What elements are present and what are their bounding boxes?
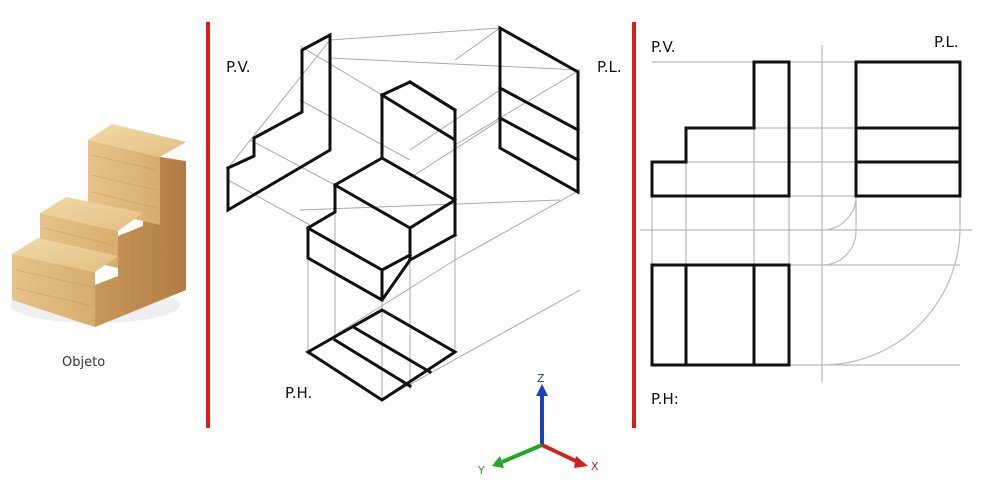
object-caption: Objeto <box>62 355 105 370</box>
staircase-lower-front <box>12 254 95 327</box>
iso-solid-upper-edge <box>379 92 457 202</box>
ortho-construction-lines <box>640 45 972 382</box>
x-axis-arrow <box>574 456 588 468</box>
y-axis-label: Y <box>477 464 485 477</box>
iso-solid-base-right <box>407 232 458 263</box>
iso-solid-top-edge <box>407 79 458 113</box>
iso-label-pl: P.L. <box>597 58 622 76</box>
staircase-middle-top <box>40 197 143 231</box>
axis-triad: Z Y X <box>477 372 599 477</box>
iso-side-view-line-2 <box>497 115 581 163</box>
ortho-top-view <box>650 263 791 367</box>
x-axis-label: X <box>591 460 599 473</box>
y-axis-arrow <box>492 456 504 468</box>
iso-solid-upper-step-edge <box>379 155 458 203</box>
ortho-front-view <box>650 60 791 198</box>
iso-label-ph: P.H. <box>285 384 312 402</box>
iso-top-view-line-2 <box>352 325 433 375</box>
iso-top-view-line-1 <box>332 337 413 389</box>
iso-solid-mid-edge <box>332 182 413 231</box>
iso-side-view-outline <box>498 25 580 195</box>
iso-solid-lower-riser <box>379 252 413 273</box>
ortho-transfer-arc-large <box>821 229 961 366</box>
iso-top-view-outline <box>305 308 458 402</box>
wooden-staircase-object: Objeto <box>10 124 186 370</box>
staircase-side-face <box>95 157 186 327</box>
isometric-projection: P.V. P.L. P.H. <box>226 25 622 402</box>
ortho-label-ph: P.H: <box>651 390 679 408</box>
z-axis-label: Z <box>537 372 545 385</box>
orthographic-projection: P.V. P.L. P.H: <box>640 33 972 408</box>
ortho-transfer-arc-inner <box>821 229 857 266</box>
staircase-upper-top <box>88 124 186 157</box>
y-axis <box>501 443 543 464</box>
staircase-lower-top <box>12 238 118 272</box>
z-axis-arrow <box>536 384 548 396</box>
iso-stair-solid <box>305 79 458 302</box>
ortho-transfer-arc-small <box>821 195 857 231</box>
iso-label-pv: P.V. <box>226 58 251 76</box>
x-axis <box>541 443 579 464</box>
ortho-label-pv: P.V. <box>651 38 676 56</box>
iso-side-view-line-1 <box>497 85 581 133</box>
ortho-label-pl: P.L. <box>934 33 959 51</box>
iso-front-view-outline <box>226 32 332 213</box>
wood-grain <box>15 154 157 307</box>
